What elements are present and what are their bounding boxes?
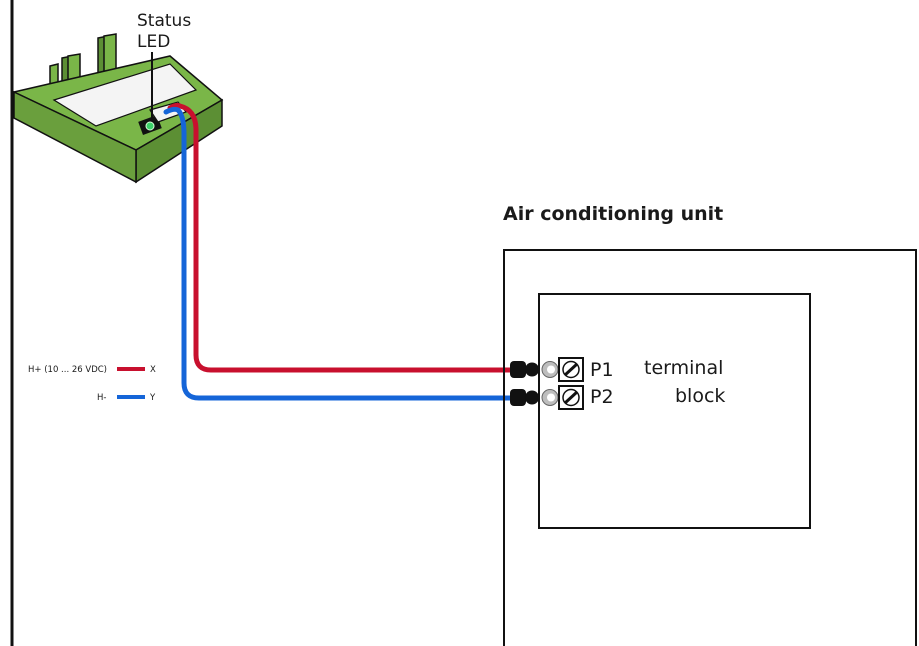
legend-label-negative: H- bbox=[97, 393, 106, 403]
legend: H+ (10 ... 26 VDC) X H- Y bbox=[28, 365, 156, 403]
wire-positive bbox=[167, 102, 517, 373]
terminal-p1-label: P1 bbox=[590, 359, 614, 381]
status-led-label-line1: Status bbox=[137, 11, 191, 31]
legend-signal-negative: Y bbox=[149, 393, 156, 403]
terminal-p2-label: P2 bbox=[590, 386, 614, 408]
terminal-p1 bbox=[510, 357, 584, 382]
unit-title: Air conditioning unit bbox=[503, 203, 723, 225]
terminal-block-label-line2: block bbox=[675, 385, 725, 407]
status-led-label-line2: LED bbox=[137, 32, 170, 52]
status-led bbox=[145, 121, 155, 131]
controller-module bbox=[11, 33, 224, 184]
legend-label-positive: H+ (10 ... 26 VDC) bbox=[28, 365, 107, 375]
terminal-p2 bbox=[510, 385, 584, 410]
terminal-block-label-line1: terminal bbox=[644, 357, 723, 379]
terminal-block-box bbox=[538, 293, 811, 529]
unit-outer-box bbox=[503, 249, 917, 646]
legend-signal-positive: X bbox=[150, 365, 156, 375]
wire-negative bbox=[163, 106, 517, 401]
